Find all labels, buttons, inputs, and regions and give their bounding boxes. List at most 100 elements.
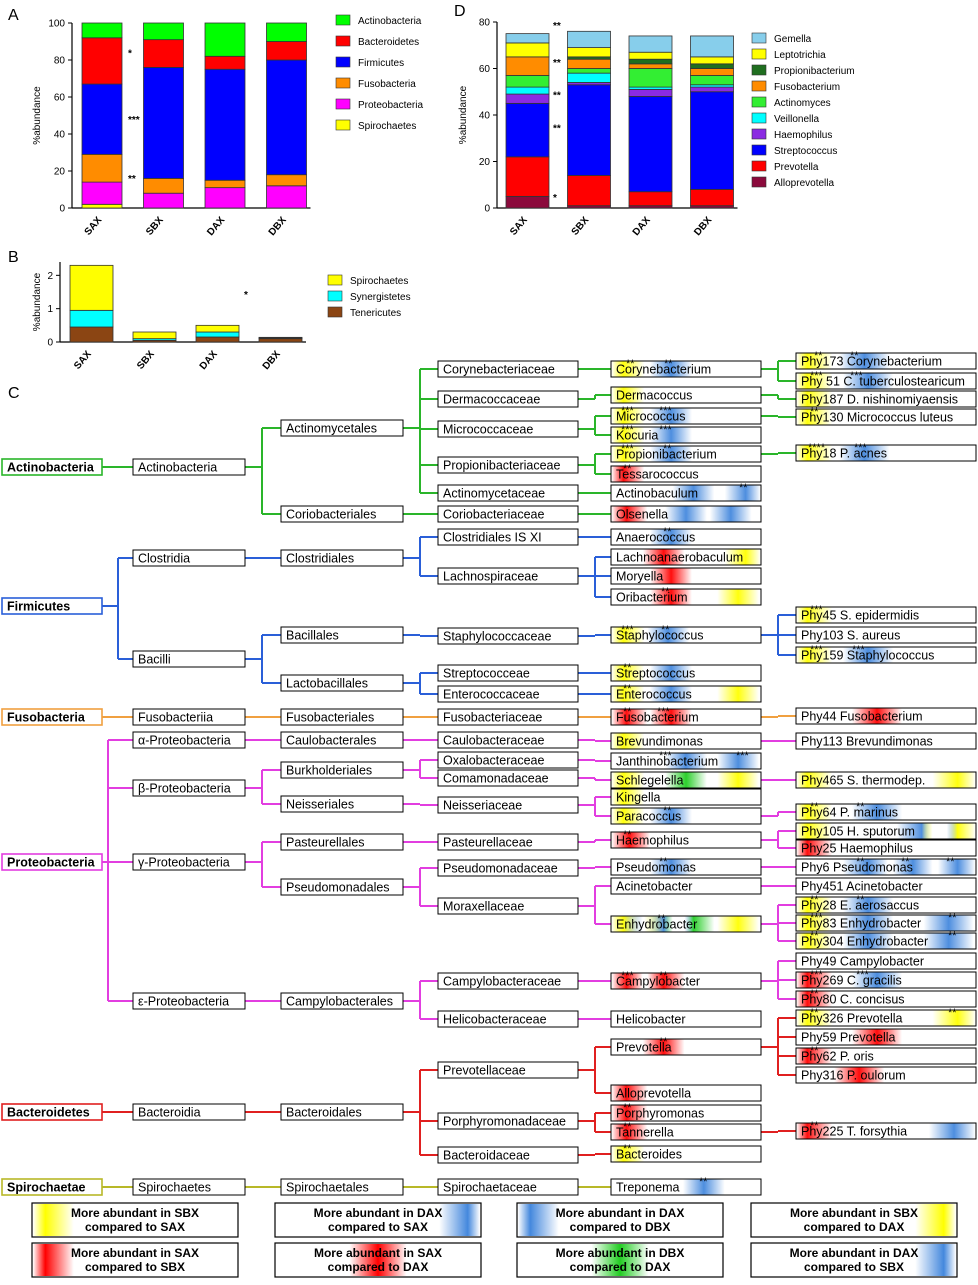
significance-mark: ***: [621, 405, 635, 417]
legend-swatch: [327, 290, 343, 302]
order-node: Burkholderiales: [280, 761, 404, 779]
significance-mark: **: [814, 350, 823, 362]
significance-mark: ***: [810, 370, 824, 382]
y-tick-label: 60: [54, 93, 66, 104]
bar-segment: [505, 102, 550, 158]
key-line-2: compared to SAX: [85, 1220, 185, 1234]
node-frame: [132, 650, 246, 668]
node-label: Corynebacterium: [616, 363, 711, 377]
bar-segment: [505, 42, 550, 58]
node-label: Fusobacteriia: [138, 711, 213, 725]
panel-label-d: D: [454, 3, 466, 20]
node-label: Phy326 Prevotella: [801, 1012, 903, 1026]
node-frame: [795, 626, 977, 644]
genus-node: Moryella: [610, 567, 762, 585]
x-tick-label: DBX: [267, 215, 289, 238]
abundance-shading: [611, 733, 761, 749]
family-node: Fusobacteriaceae: [437, 708, 579, 726]
abundance-shading: [611, 686, 761, 702]
key-shading: [752, 1204, 956, 1236]
abundance-shading: [796, 607, 976, 623]
significance-mark: **: [856, 856, 865, 868]
phylotype-node: Phy83 Enhydrobacter*****: [795, 912, 977, 932]
node-label: Phy64 P. marinus: [801, 806, 898, 820]
node-frame: [437, 484, 579, 502]
node-frame: [280, 708, 404, 726]
bar-segment: [266, 22, 307, 42]
abundance-shading: [796, 1067, 976, 1083]
significance-mark: ***: [854, 442, 868, 454]
significance-mark: **: [659, 856, 668, 868]
node-label: Phy103 S. aureus: [801, 629, 900, 643]
significance-mark: ****: [808, 442, 826, 454]
abundance-shading: [796, 353, 976, 369]
node-label: Schlegelella: [616, 774, 683, 788]
phylum-node: Actinobacteria: [1, 458, 103, 476]
y-tick-label: 20: [479, 157, 491, 168]
node-frame: [437, 390, 579, 408]
significance-mark: **: [659, 970, 668, 982]
legend-swatch: [335, 119, 351, 131]
key-line-1: More abundant in DAX: [314, 1206, 443, 1220]
node-frame: [280, 731, 404, 749]
legend-label: Tenericutes: [350, 308, 401, 319]
significance-mark: **: [659, 1036, 668, 1048]
significance-mark: **: [810, 1045, 819, 1057]
significance-mark: **: [623, 829, 632, 841]
significance-mark: **: [948, 930, 957, 942]
genus-node: Porphyromonas**: [610, 1102, 762, 1122]
bar-segment: [505, 93, 550, 104]
node-label: Actinomycetaceae: [443, 487, 545, 501]
node-frame: [610, 1010, 762, 1028]
node-frame: [437, 456, 579, 474]
node-label: Paracoccus: [616, 810, 681, 824]
node-label: Lachnospiraceae: [443, 570, 538, 584]
node-label: Pasteurellaceae: [443, 836, 533, 850]
node-label: Acinetobacter: [616, 880, 692, 894]
phylotype-node: Phy 51 C. tuberculostearicum******: [795, 370, 977, 390]
genus-node: Tannerella**: [610, 1121, 762, 1141]
bar-segment: [567, 84, 611, 176]
legend-label: Propionibacterium: [774, 66, 855, 77]
abundance-shading: [611, 832, 761, 848]
node-frame: [280, 992, 404, 1010]
node-label: Haemophilus: [616, 834, 689, 848]
genus-node: Fusobacterium*****: [610, 706, 762, 726]
order-node: Coriobacteriales: [280, 505, 404, 523]
genus-node: Propionibacterium*****: [610, 443, 762, 463]
family-node: Micrococcaceae: [437, 420, 579, 438]
abundance-shading: [611, 859, 761, 875]
key-shading: [276, 1204, 480, 1236]
node-label: Olsenella: [616, 508, 668, 522]
bar-segment: [132, 331, 177, 340]
class-node: α-Proteobacteria: [132, 731, 246, 749]
y-axis-label: %abundance: [458, 85, 469, 144]
family-node: Staphylococcaceae: [437, 627, 579, 645]
node-frame: [132, 992, 246, 1010]
genus-node: Olsenella: [610, 505, 762, 523]
abundance-shading: [796, 915, 976, 931]
node-frame: [437, 420, 579, 438]
panel-label-a: A: [8, 7, 19, 24]
significance-mark: **: [810, 988, 819, 1000]
family-node: Enterococcaceae: [437, 685, 579, 703]
family-node: Porphyromonadaceae: [437, 1112, 579, 1130]
phylum-node: Firmicutes: [1, 597, 103, 615]
node-label: Streptococcus: [616, 667, 695, 681]
class-node: Bacilli: [132, 650, 246, 668]
node-label: Bacteroidetes: [7, 1106, 90, 1120]
node-frame: [437, 664, 579, 682]
family-node: Comamonadaceae: [437, 769, 579, 787]
node-label: Enterococcaceae: [443, 688, 540, 702]
genus-node: Enterococcus**: [610, 683, 762, 703]
significance-mark: **: [623, 1143, 632, 1155]
node-label: Phy173 Corynebacterium: [801, 355, 942, 369]
significance-mark: **: [810, 1120, 819, 1132]
genus-node: Tessarococcus**: [610, 463, 762, 483]
node-label: Coriobacteriales: [286, 508, 376, 522]
key-line-1: More abundant in SBX: [790, 1206, 918, 1220]
abundance-shading: [611, 427, 761, 443]
node-label: Phy304 Enhydrobacter: [801, 935, 928, 949]
node-label: Micrococcus: [616, 410, 685, 424]
x-tick-label: SBX: [570, 215, 592, 238]
